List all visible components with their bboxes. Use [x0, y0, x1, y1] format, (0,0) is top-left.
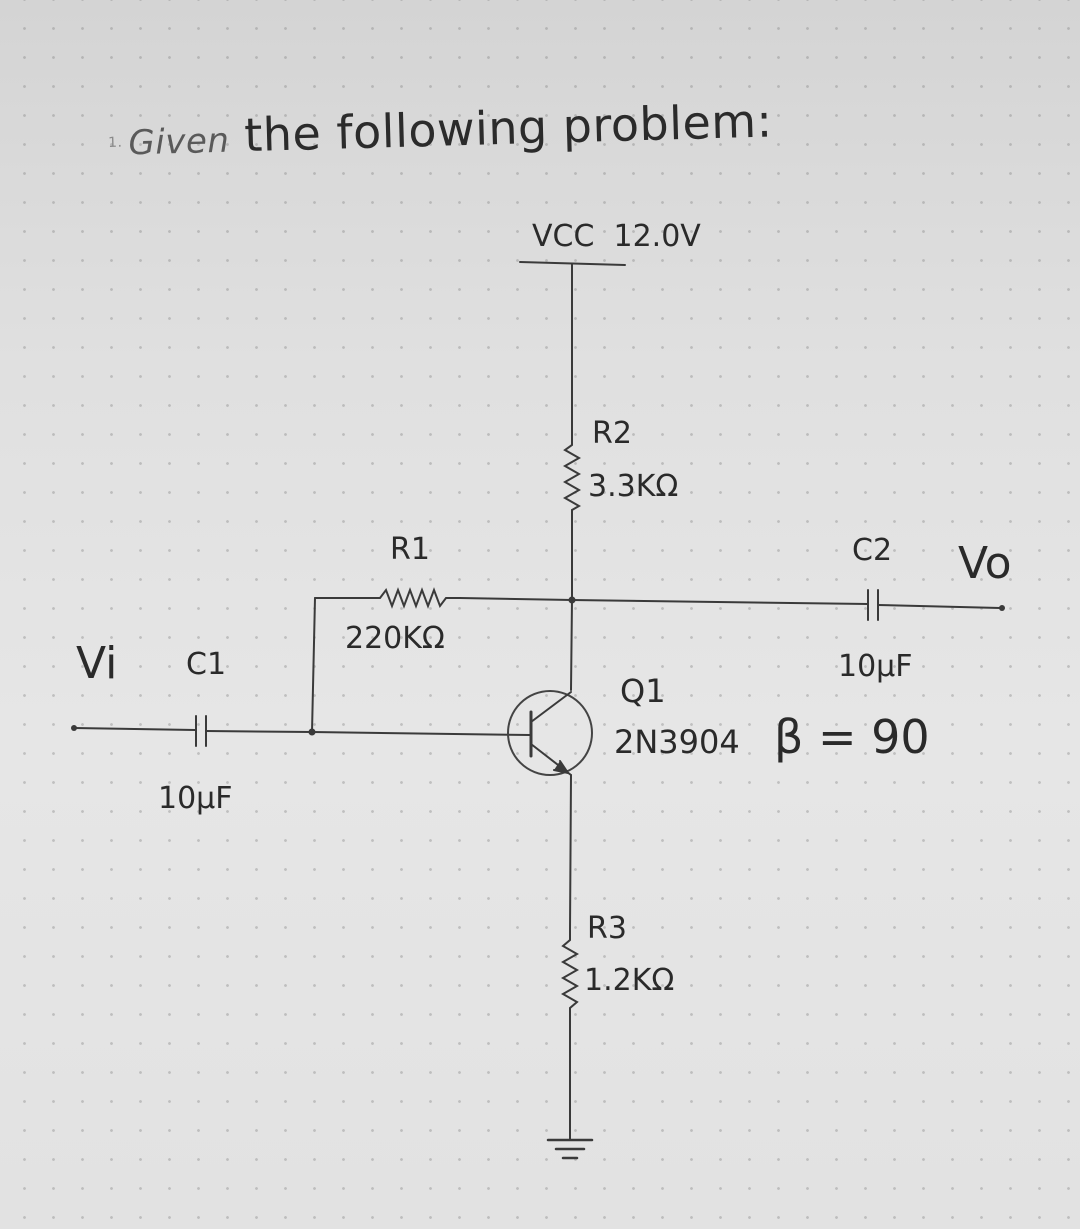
q1-transistor-body [507, 690, 593, 776]
r3-resistor [560, 929, 580, 1021]
vcc-label: VCC 12.0V [532, 219, 701, 254]
r2-value: 3.3KΩ [588, 469, 678, 504]
q1-part: 2N3904 [614, 723, 740, 761]
wire-vi-c1 [73, 727, 196, 731]
c1-value: 10µF [158, 781, 233, 816]
junction-collector-node [568, 596, 576, 604]
q1-collector-leg [530, 691, 572, 723]
r2-name: R2 [592, 416, 632, 451]
r3-name: R3 [587, 911, 627, 946]
junction-base-node [308, 728, 316, 736]
q1-name: Q1 [620, 672, 666, 710]
wire-node-collector [570, 599, 573, 691]
wire-r1-right [459, 597, 573, 601]
vi-terminal [71, 725, 77, 731]
wire-c2-vo [877, 604, 1001, 609]
wire-node-c2 [571, 599, 869, 605]
vo-label: Vo [958, 538, 1012, 589]
vo-terminal [999, 605, 1005, 611]
r1-name: R1 [390, 532, 430, 567]
wire-c1-base [205, 730, 313, 733]
wire-base [311, 731, 531, 736]
wire-r1-down [311, 597, 316, 733]
r1-value: 220KΩ [345, 621, 445, 656]
c1-name: C1 [186, 647, 226, 682]
q1-beta: β = 90 [774, 710, 930, 764]
c2-name: C2 [852, 533, 892, 568]
q1-emitter-arrow [553, 760, 571, 775]
r1-resistor [371, 587, 461, 609]
r3-value: 1.2KΩ [584, 963, 674, 998]
vi-label: Vi [76, 638, 117, 689]
r2-resistor [562, 434, 582, 521]
c2-value: 10µF [838, 649, 913, 684]
wire-emitter-r3 [569, 774, 572, 931]
